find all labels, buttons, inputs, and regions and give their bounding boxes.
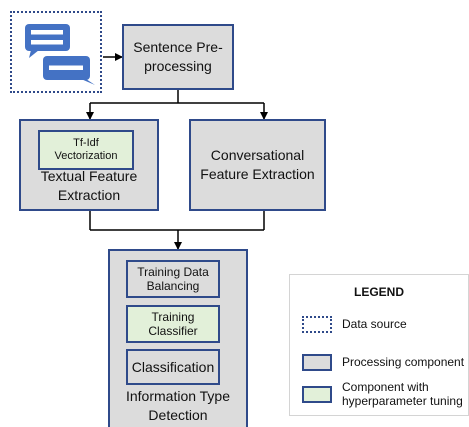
training-classifier-box: Training Classifier <box>126 305 220 343</box>
sentence-preprocessing-label: Sentence Pre-processing <box>133 39 223 74</box>
legend-swatch-hyperparameter-tuning <box>302 385 332 403</box>
legend-swatch-processing-component <box>302 354 332 371</box>
training-data-balancing-box: Training Data Balancing <box>126 260 220 298</box>
legend: LEGEND Data source Processing component … <box>289 274 469 416</box>
training-data-balancing-label: Training Data Balancing <box>137 264 209 293</box>
legend-label-processing-component: Processing component <box>342 355 465 370</box>
tfidf-vectorization-label: Tf-Idf Vectorization <box>54 136 118 162</box>
legend-label-hyperparameter-tuning: Component with hyperparameter tuning <box>342 380 463 409</box>
data-source-box <box>10 11 102 93</box>
chat-bubbles-icon <box>25 24 95 85</box>
classification-label: Classification <box>131 358 215 375</box>
information-type-detection-label: Information Type Detection <box>125 388 231 424</box>
tfidf-vectorization-box: Tf-Idf Vectorization <box>38 130 134 170</box>
conversational-feature-extraction-box: Conversational Feature Extraction <box>189 119 326 211</box>
legend-item-data-source: Data source <box>302 316 407 333</box>
textual-feature-extraction-label: Textual Feature Extraction <box>40 168 138 204</box>
legend-item-hyperparameter-tuning: Component with hyperparameter tuning <box>302 380 469 409</box>
legend-swatch-data-source <box>302 316 332 333</box>
legend-item-processing-component: Processing component <box>302 354 464 371</box>
sentence-preprocessing-box: Sentence Pre-processing <box>122 24 234 90</box>
legend-label-data-source: Data source <box>342 317 407 332</box>
training-classifier-label: Training Classifier <box>148 309 198 338</box>
legend-title: LEGEND <box>353 285 404 299</box>
conversational-feature-extraction-label: Conversational Feature Extraction <box>200 147 315 182</box>
classification-box: Classification <box>126 349 220 385</box>
